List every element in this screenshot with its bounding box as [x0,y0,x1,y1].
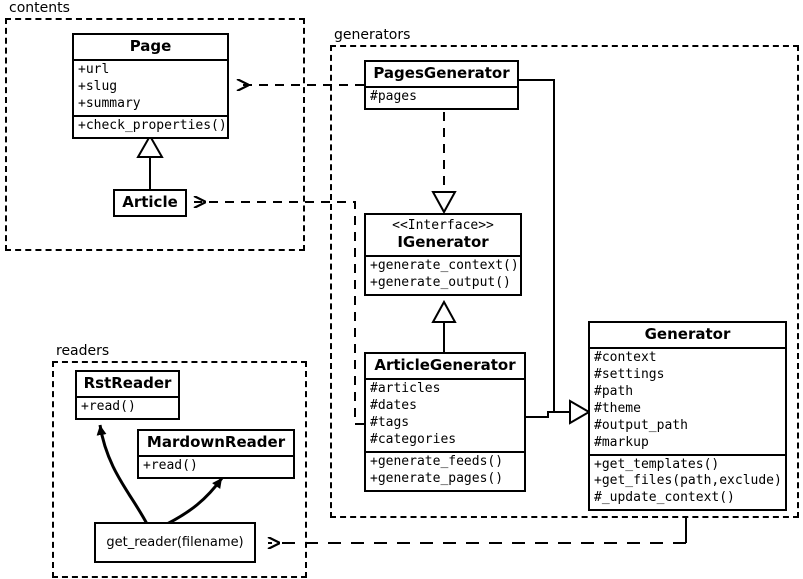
class-page-title: Page [129,37,172,55]
class-article-title: Article [122,193,178,211]
class-article-generator[interactable]: ArticleGenerator #articles #dates #tags … [364,352,526,492]
class-article-generator-attributes: #articles #dates #tags #categories [366,378,524,451]
class-pages-generator-title: PagesGenerator [373,64,510,82]
attribute: #articles [370,381,441,397]
attribute: #tags [370,415,410,431]
attribute: #categories [370,431,457,447]
package-readers[interactable] [52,361,307,578]
class-generator-title: Generator [644,325,731,343]
class-page[interactable]: Page +url +slug +summary +check_properti… [72,33,229,139]
method: +generate_pages() [370,470,504,486]
attribute: #dates [370,398,417,414]
attribute: #pages [370,89,417,105]
method: +generate_context() [370,257,519,273]
class-mardown-reader-title: MardownReader [146,433,286,451]
class-generator-attributes: #context #settings #path #theme #output_… [590,347,785,453]
class-igenerator-title: <<Interface>> IGenerator [366,215,520,255]
class-mardown-reader-methods: +read() [139,455,293,477]
class-article-generator-methods: +generate_feeds() +generate_pages() [366,450,524,490]
class-igenerator-methods: +generate_context() +generate_output() [366,254,520,294]
attribute: +summary [78,96,141,112]
class-page-attributes: +url +slug +summary [74,59,227,115]
class-generator-methods: +get_templates() +get_files(path,exclude… [590,453,785,510]
method: +generate_feeds() [370,453,504,469]
class-article[interactable]: Article [113,189,187,218]
attribute: #settings [594,367,665,383]
class-mardown-reader[interactable]: MardownReader +read() [137,429,295,480]
method: +check_properties() [78,117,227,133]
class-igenerator-name: IGenerator [397,232,489,251]
class-pages-generator-attributes: #pages [366,86,517,108]
class-rst-reader-title: RstReader [83,374,172,392]
class-article-generator-title: ArticleGenerator [374,356,516,374]
package-readers-label: readers [54,343,113,359]
class-rst-reader-methods: +read() [77,396,178,418]
method: +get_files(path,exclude) [594,473,782,489]
package-generators-label: generators [332,27,414,43]
function-get-reader[interactable]: get_reader(filename) [94,522,256,563]
attribute: #path [594,384,634,400]
class-rst-reader[interactable]: RstReader +read() [75,370,180,421]
class-page-methods: +check_properties() [74,114,227,137]
class-generator[interactable]: Generator #context #settings #path #them… [588,321,787,512]
package-contents[interactable] [5,18,305,251]
edge-generator-uses-get_reader [268,518,687,543]
attribute: #context [594,350,657,366]
class-igenerator[interactable]: <<Interface>> IGenerator +generate_conte… [364,213,522,296]
method: +read() [143,458,198,474]
method: #_update_context() [594,490,735,506]
attribute: +slug [78,79,118,95]
attribute: #theme [594,400,641,416]
method: +generate_output() [370,274,511,290]
class-igenerator-stereotype: <<Interface>> [392,218,494,233]
attribute: +url [78,62,110,78]
method: +read() [81,399,136,415]
package-contents-label: contents [7,0,73,16]
class-pages-generator[interactable]: PagesGenerator #pages [364,60,519,111]
method: +get_templates() [594,456,720,472]
function-get-reader-label: get_reader(filename) [106,535,244,550]
attribute: #output_path [594,417,688,433]
attribute: #markup [594,434,649,450]
